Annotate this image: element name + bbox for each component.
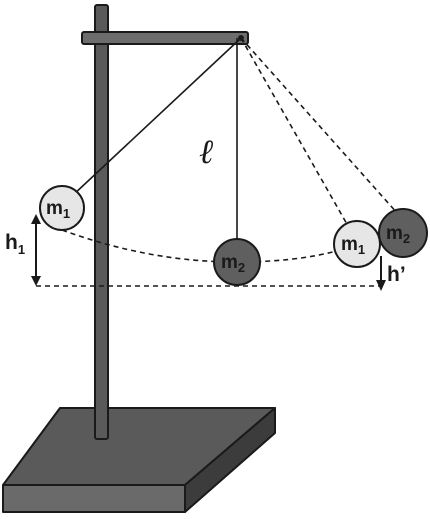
svg-text:m1: m1 (46, 198, 70, 221)
mass2-final: m2 (378, 208, 428, 258)
h-prime-label: h’ (387, 263, 406, 286)
pivot-point (238, 35, 244, 41)
svg-text:m1: m1 (341, 234, 365, 257)
base-side-face (184, 407, 276, 513)
svg-text:m2: m2 (221, 252, 245, 275)
length-label: ℓ (199, 134, 213, 171)
mass1-initial: m1 (39, 185, 85, 231)
stand-pole (94, 4, 109, 440)
h-prime-arrow (376, 256, 386, 291)
string-m1-initial (71, 37, 242, 197)
swing-arc (61, 229, 356, 263)
base-front-face (2, 484, 186, 513)
final-string-m1 (240, 37, 357, 241)
stand-base (2, 407, 276, 513)
h1-arrow (31, 214, 41, 286)
h1-label: h1 (5, 231, 25, 257)
final-string-m2 (240, 37, 399, 215)
mass2-rest: m2 (213, 238, 261, 286)
svg-text:m2: m2 (386, 223, 410, 246)
stand-arm (81, 31, 249, 45)
mass1-final: m1 (333, 220, 381, 268)
